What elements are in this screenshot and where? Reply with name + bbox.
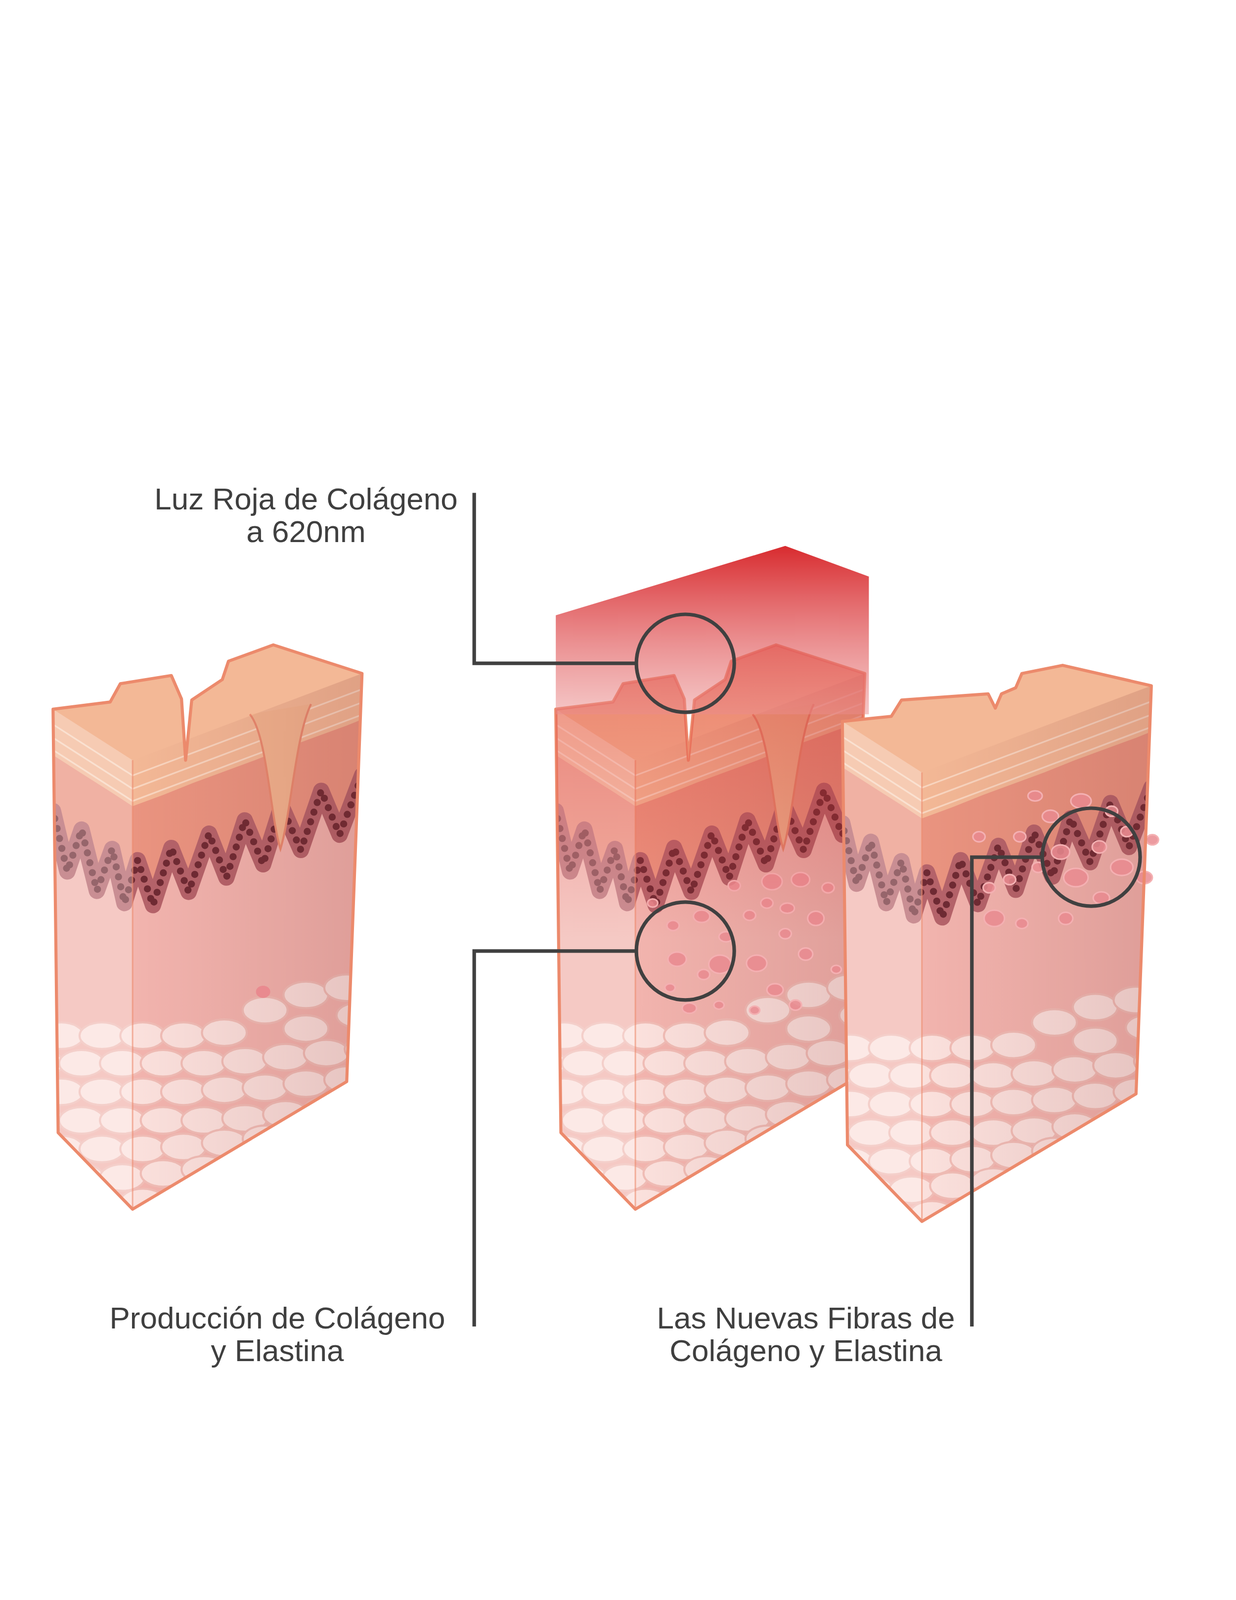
skin-block-before	[18, 612, 390, 1245]
callout-leaders	[474, 492, 1141, 1326]
callout-label: Las Nuevas Fibras de Colágeno y Elastina	[647, 1301, 965, 1367]
skin-block-after	[807, 624, 1180, 1257]
skin-block-treated	[521, 545, 893, 1245]
callout-label: Luz Roja de Colágeno a 620nm	[149, 482, 464, 548]
red-light-beam	[555, 545, 869, 714]
callout-label: Producción de Colágeno y Elastina	[104, 1301, 451, 1367]
